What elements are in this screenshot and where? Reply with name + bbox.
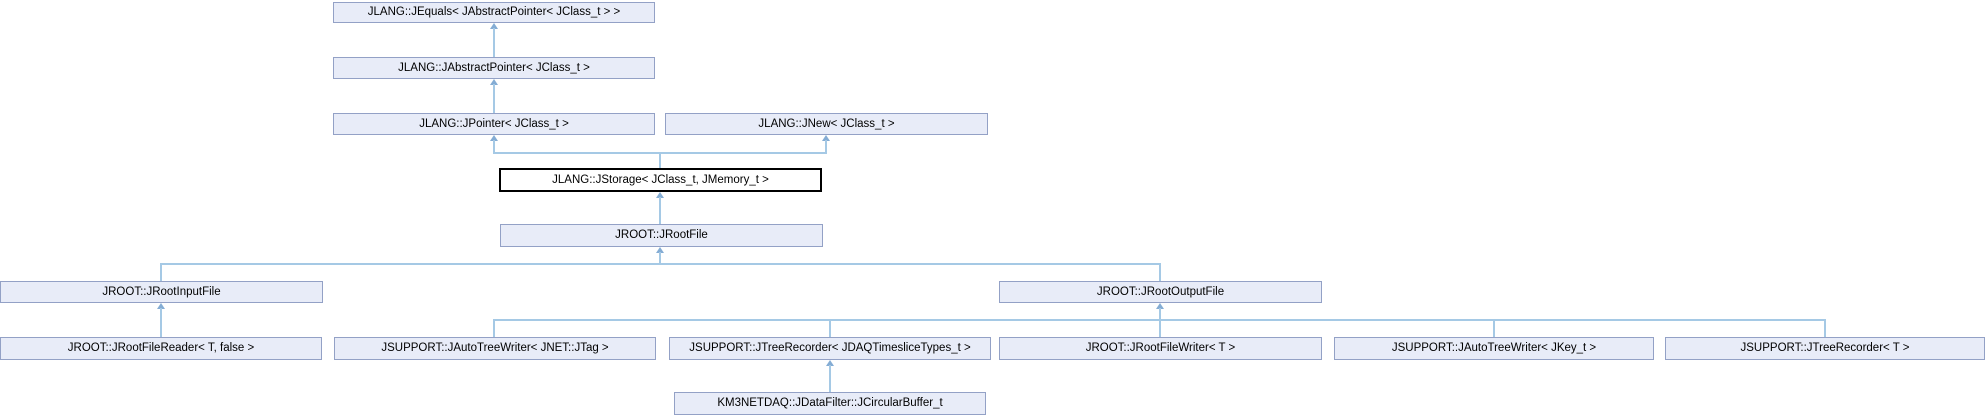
node-jsupport-jautotreewriter-jkey[interactable]: JSUPPORT::JAutoTreeWriter< JKey_t > — [1334, 337, 1654, 360]
inheritance-arrow-icon — [826, 360, 834, 366]
edge-segment — [160, 263, 162, 281]
edge-segment — [825, 140, 827, 154]
node-jsupport-jautotreewriter-jtag[interactable]: JSUPPORT::JAutoTreeWriter< JNET::JTag > — [334, 337, 656, 360]
edge-segment — [1159, 263, 1161, 281]
edge-segment — [829, 319, 831, 337]
edge-segment — [160, 263, 1161, 265]
edge-segment — [493, 140, 495, 154]
node-jroot-jrootoutputfile[interactable]: JROOT::JRootOutputFile — [999, 281, 1322, 303]
edge-segment — [160, 308, 162, 337]
node-jlang-jpointer[interactable]: JLANG::JPointer< JClass_t > — [333, 113, 655, 135]
edge-segment — [493, 28, 495, 57]
node-jlang-jstorage[interactable]: JLANG::JStorage< JClass_t, JMemory_t > — [499, 168, 822, 192]
edge-segment — [1493, 319, 1495, 337]
edge-segment — [493, 319, 495, 337]
node-jlang-jabstractpointer[interactable]: JLANG::JAbstractPointer< JClass_t > — [333, 57, 655, 79]
edge-segment — [659, 152, 661, 168]
edge-segment — [829, 365, 831, 392]
inheritance-arrow-icon — [656, 247, 664, 253]
node-jlang-jequals[interactable]: JLANG::JEquals< JAbstractPointer< JClass… — [333, 2, 655, 23]
node-jroot-jrootinputfile[interactable]: JROOT::JRootInputFile — [0, 281, 323, 303]
inheritance-arrow-icon — [1156, 303, 1164, 309]
edge-segment — [493, 84, 495, 113]
node-jroot-jrootfilewriter[interactable]: JROOT::JRootFileWriter< T > — [999, 337, 1322, 360]
edge-segment — [659, 197, 661, 224]
inheritance-arrow-icon — [157, 303, 165, 309]
node-jsupport-jtreerecorder-t[interactable]: JSUPPORT::JTreeRecorder< T > — [1665, 337, 1985, 360]
node-jlang-jnew[interactable]: JLANG::JNew< JClass_t > — [665, 113, 988, 135]
node-km3netdaq-jcircularbuffer[interactable]: KM3NETDAQ::JDataFilter::JCircularBuffer_… — [674, 392, 986, 415]
edge-segment — [493, 319, 1826, 321]
inheritance-arrow-icon — [822, 135, 830, 141]
edge-segment — [1824, 319, 1826, 337]
node-jroot-jrootfilereader[interactable]: JROOT::JRootFileReader< T, false > — [0, 337, 322, 360]
node-jsupport-jtreerecorder-jdaq[interactable]: JSUPPORT::JTreeRecorder< JDAQTimesliceTy… — [669, 337, 991, 360]
edge-segment — [1159, 308, 1161, 337]
inheritance-arrow-icon — [490, 79, 498, 85]
inheritance-arrow-icon — [490, 135, 498, 141]
node-jroot-jrootfile[interactable]: JROOT::JRootFile — [500, 224, 823, 247]
inheritance-arrow-icon — [656, 192, 664, 198]
edge-segment — [659, 252, 661, 265]
inheritance-arrow-icon — [490, 23, 498, 29]
